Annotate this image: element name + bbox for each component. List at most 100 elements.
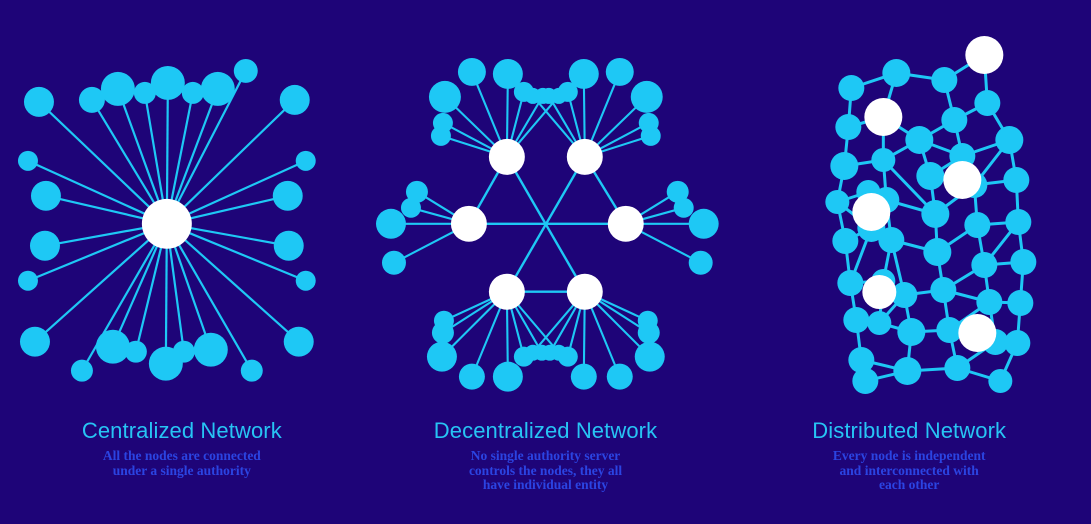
hub-node[interactable]: [488, 273, 525, 310]
node[interactable]: [150, 65, 185, 100]
node[interactable]: [426, 341, 457, 372]
node[interactable]: [17, 150, 38, 171]
node[interactable]: [1004, 330, 1031, 356]
node[interactable]: [835, 114, 862, 140]
node[interactable]: [976, 289, 1003, 315]
node[interactable]: [181, 81, 204, 104]
hub-node[interactable]: [862, 275, 897, 309]
node[interactable]: [17, 270, 38, 291]
node[interactable]: [688, 208, 719, 239]
node[interactable]: [916, 162, 945, 190]
hub-node[interactable]: [852, 193, 891, 231]
hub-node[interactable]: [607, 205, 644, 242]
node[interactable]: [492, 361, 523, 392]
node[interactable]: [95, 329, 130, 364]
node[interactable]: [568, 58, 599, 89]
node[interactable]: [430, 125, 451, 146]
node[interactable]: [995, 126, 1024, 154]
node[interactable]: [606, 363, 633, 390]
hub-node[interactable]: [450, 205, 487, 242]
hub-node[interactable]: [566, 273, 603, 310]
node[interactable]: [837, 270, 864, 296]
node[interactable]: [295, 150, 316, 171]
node[interactable]: [283, 326, 314, 357]
node[interactable]: [905, 126, 934, 154]
node[interactable]: [673, 197, 694, 218]
node[interactable]: [124, 340, 147, 363]
node[interactable]: [666, 180, 689, 203]
node[interactable]: [878, 227, 905, 253]
node[interactable]: [843, 307, 870, 333]
node[interactable]: [405, 180, 428, 203]
node[interactable]: [1005, 209, 1032, 235]
node[interactable]: [897, 318, 926, 346]
node[interactable]: [375, 208, 406, 239]
node[interactable]: [272, 180, 303, 211]
node[interactable]: [428, 80, 461, 113]
node[interactable]: [540, 87, 557, 104]
node[interactable]: [279, 84, 310, 115]
node[interactable]: [240, 359, 263, 382]
node[interactable]: [524, 344, 541, 361]
node[interactable]: [557, 81, 578, 102]
node[interactable]: [931, 67, 958, 93]
node[interactable]: [988, 369, 1013, 393]
hub-node[interactable]: [566, 138, 603, 175]
node[interactable]: [492, 58, 523, 89]
node[interactable]: [557, 346, 578, 367]
hub-node[interactable]: [488, 138, 525, 175]
node[interactable]: [70, 359, 93, 382]
hub-node[interactable]: [141, 198, 192, 249]
node[interactable]: [431, 321, 454, 344]
node[interactable]: [852, 368, 879, 394]
node[interactable]: [100, 71, 135, 106]
node[interactable]: [19, 326, 50, 357]
node[interactable]: [1007, 290, 1034, 316]
node[interactable]: [830, 152, 859, 180]
node[interactable]: [882, 59, 911, 87]
hub-node[interactable]: [943, 161, 982, 199]
hub-node[interactable]: [864, 98, 903, 136]
node[interactable]: [688, 250, 713, 275]
node[interactable]: [891, 282, 918, 308]
node[interactable]: [148, 346, 183, 381]
node[interactable]: [964, 212, 991, 238]
node[interactable]: [871, 148, 896, 172]
hub-node[interactable]: [965, 36, 1004, 74]
node[interactable]: [893, 357, 922, 385]
node[interactable]: [936, 317, 963, 343]
node[interactable]: [630, 80, 663, 113]
node[interactable]: [1010, 249, 1037, 275]
node[interactable]: [381, 250, 406, 275]
node[interactable]: [930, 277, 957, 303]
node[interactable]: [941, 107, 968, 133]
node[interactable]: [30, 180, 61, 211]
node[interactable]: [923, 238, 952, 266]
hub-node[interactable]: [958, 314, 997, 352]
node[interactable]: [524, 87, 541, 104]
node[interactable]: [921, 200, 950, 228]
node[interactable]: [273, 230, 304, 261]
node[interactable]: [295, 270, 316, 291]
node[interactable]: [133, 81, 156, 104]
node[interactable]: [605, 57, 634, 86]
node[interactable]: [637, 321, 660, 344]
node[interactable]: [971, 252, 998, 278]
node[interactable]: [832, 228, 859, 254]
node[interactable]: [458, 363, 485, 390]
node[interactable]: [867, 311, 892, 335]
node[interactable]: [944, 355, 971, 381]
node[interactable]: [200, 71, 235, 106]
node[interactable]: [634, 341, 665, 372]
node[interactable]: [825, 190, 850, 214]
node[interactable]: [541, 344, 558, 361]
node[interactable]: [78, 86, 105, 113]
node[interactable]: [848, 347, 875, 373]
node[interactable]: [838, 75, 865, 101]
node[interactable]: [640, 125, 661, 146]
node[interactable]: [29, 230, 60, 261]
node[interactable]: [23, 86, 54, 117]
node[interactable]: [457, 57, 486, 86]
node[interactable]: [570, 363, 597, 390]
node[interactable]: [1003, 167, 1030, 193]
